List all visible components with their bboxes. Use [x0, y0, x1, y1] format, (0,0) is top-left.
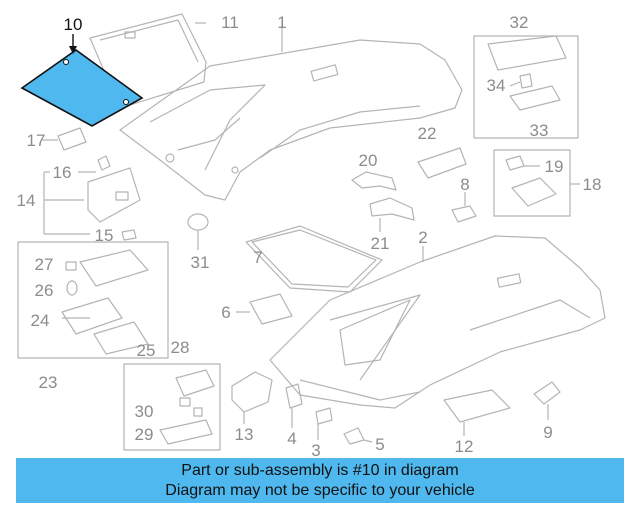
label-33: 33 — [530, 121, 549, 140]
part-1-headliner — [119, 22, 463, 201]
label-25: 25 — [137, 341, 156, 360]
part-9-clip — [533, 381, 561, 420]
part-10-highlight — [20, 34, 144, 127]
label-21: 21 — [371, 234, 390, 253]
label-18: 18 — [583, 175, 602, 194]
part-23-group-box — [17, 241, 169, 359]
parts-diagram: 10 11 1 32 34 33 17 22 20 19 16 18 8 14 … — [17, 13, 606, 458]
label-26: 26 — [35, 281, 54, 300]
part-18-group-box — [493, 149, 571, 217]
label-28: 28 — [171, 338, 190, 357]
part-20-21-handle — [351, 171, 415, 232]
part-5-clip — [343, 427, 373, 445]
label-32: 32 — [510, 13, 529, 32]
label-11: 11 — [221, 13, 239, 32]
label-23: 23 — [39, 373, 58, 392]
part-23-map-lamp — [61, 249, 149, 355]
label-17: 17 — [27, 131, 46, 150]
part-3-clip — [315, 407, 333, 440]
label-8: 8 — [460, 175, 469, 194]
label-10: 10 — [64, 15, 83, 34]
banner-line-1: Part or sub-assembly is #10 in diagram — [181, 462, 459, 479]
part-7-seal — [245, 225, 383, 293]
label-19: 19 — [545, 157, 564, 176]
part-28-lamp — [159, 369, 215, 445]
label-3: 3 — [311, 441, 320, 458]
label-14: 14 — [17, 191, 36, 210]
label-12: 12 — [455, 437, 474, 456]
label-34: 34 — [487, 76, 506, 95]
label-9: 9 — [543, 423, 552, 442]
part-18-lamp — [505, 155, 580, 207]
info-banner: Part or sub-assembly is #10 in diagram D… — [16, 458, 624, 503]
label-16: 16 — [53, 163, 72, 182]
label-29: 29 — [135, 425, 154, 444]
part-2-headliner — [269, 235, 606, 409]
part-22-bracket — [417, 147, 467, 179]
part-32-group-box — [473, 35, 579, 139]
label-6: 6 — [221, 303, 230, 322]
label-22: 22 — [418, 124, 437, 143]
part-17-hook — [42, 127, 87, 151]
part-12-pad — [443, 389, 511, 436]
label-31: 31 — [191, 253, 210, 272]
banner-line-2: Diagram may not be specific to your vehi… — [165, 482, 475, 499]
label-27: 27 — [35, 255, 54, 274]
label-7: 7 — [253, 248, 262, 267]
label-13: 13 — [235, 425, 254, 444]
part-4-clip — [285, 383, 303, 428]
label-2: 2 — [418, 228, 427, 247]
part-8-bracket — [451, 192, 477, 223]
part-28-group-box — [123, 363, 221, 451]
label-20: 20 — [359, 151, 378, 170]
part-6-pad — [236, 293, 293, 325]
label-5: 5 — [375, 435, 384, 454]
part-32-console — [487, 35, 567, 111]
part-31-clip — [187, 213, 209, 250]
label-30: 30 — [135, 402, 154, 421]
label-15: 15 — [95, 226, 114, 245]
part-14-sunvisor-group — [43, 155, 141, 241]
label-24: 24 — [31, 311, 50, 330]
label-1: 1 — [277, 13, 286, 32]
label-4: 4 — [287, 429, 296, 448]
part-13-bracket — [231, 371, 273, 424]
